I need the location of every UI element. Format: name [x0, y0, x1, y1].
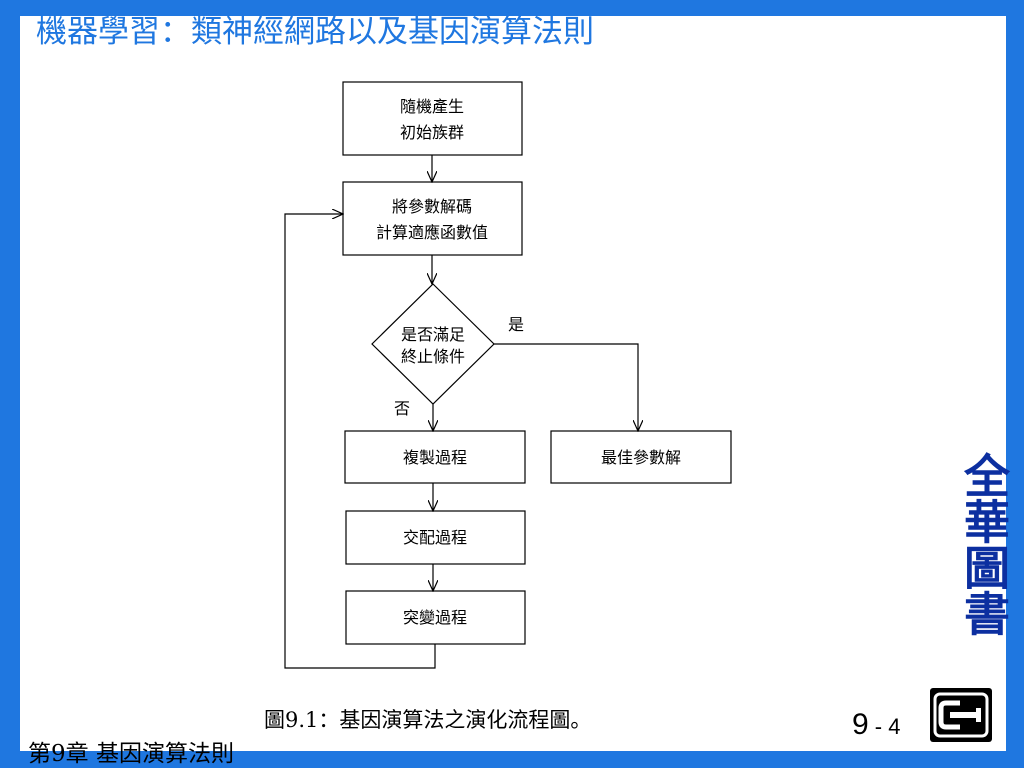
node-copy: 複製過程 [344, 430, 526, 484]
node-evaluate: 將參數解碼 計算適應函數值 [342, 181, 523, 256]
chapter-footer: 第9章 基因演算法則 [28, 741, 234, 767]
node-best: 最佳參數解 [550, 430, 732, 484]
node-mutation-label: 突變過程 [403, 608, 467, 627]
edge-decision-to-best [494, 343, 638, 431]
page-separator: - [868, 714, 889, 739]
node-mutation: 突變過程 [345, 590, 526, 645]
node-decision: 是否滿足 終止條件 [371, 283, 495, 405]
node-copy-label: 複製過程 [403, 448, 467, 467]
node-decision-line-2: 終止條件 [401, 347, 465, 366]
node-decision-line-1: 是否滿足 [401, 325, 465, 344]
publisher-name: 全華圖書 [957, 452, 1011, 636]
node-crossover: 交配過程 [345, 510, 526, 565]
edge-label-yes: 是 [508, 315, 524, 334]
node-best-label: 最佳參數解 [601, 448, 681, 467]
node-init: 隨機產生 初始族群 [342, 81, 523, 156]
page-chapter-number: 9 [852, 708, 869, 741]
slide-title: 機器學習：類神經網路以及基因演算法則 [36, 14, 594, 50]
node-evaluate-line-1: 將參數解碼 [392, 197, 472, 216]
page-index-number: 4 [888, 714, 901, 739]
page-number: 9 - 4 [852, 708, 901, 742]
node-init-line-1: 隨機產生 [400, 97, 464, 116]
publisher-logo-icon [930, 688, 992, 742]
node-init-line-2: 初始族群 [400, 123, 464, 142]
edge-label-no: 否 [394, 399, 410, 418]
edge-mutation-loop-to-evaluate [284, 214, 436, 669]
figure-caption: 圖9.1：基因演算法之演化流程圖。 [264, 708, 592, 732]
node-evaluate-line-2: 計算適應函數值 [376, 223, 488, 242]
node-crossover-label: 交配過程 [403, 528, 467, 547]
